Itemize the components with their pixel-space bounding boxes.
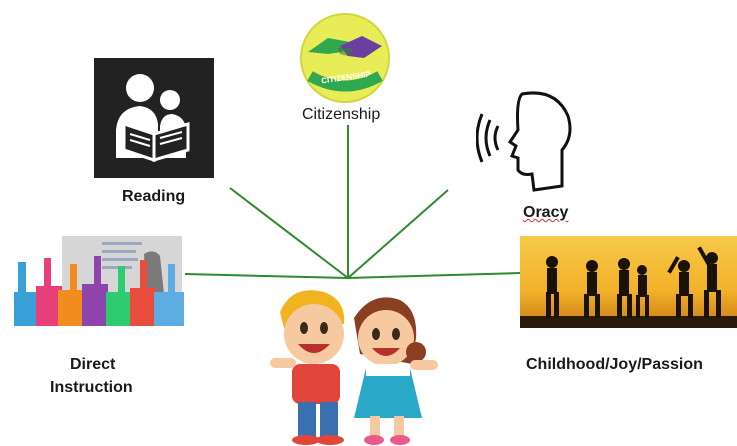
happy-children-illustration [270,290,438,445]
reading-label: Reading [122,188,186,205]
direct-instruction-label-line1: Direct [70,356,116,373]
childhood-label: Childhood/Joy/Passion [526,356,703,373]
handshake-logo-icon [300,13,390,103]
connector-childhood [347,272,521,279]
oracy-label: Oracy [523,204,569,221]
direct-instruction-label-line2: Instruction [50,379,133,396]
connector-oracy [347,189,449,279]
childhood-node [520,236,737,328]
classroom-hands-raised-image [14,234,184,326]
center-node [262,284,446,446]
reading-book-icon [116,74,190,163]
direct-instruction-node [14,234,184,326]
citizenship-label: Citizenship [302,106,381,123]
citizenship-node: CITIZENSHIP [298,12,392,104]
children-playing-sunset-image [520,236,737,328]
oracy-node [476,86,586,198]
connector-direct-instruction [184,273,349,279]
reading-node [94,58,214,178]
connector-reading [229,187,349,279]
speaking-head-icon [476,91,572,192]
